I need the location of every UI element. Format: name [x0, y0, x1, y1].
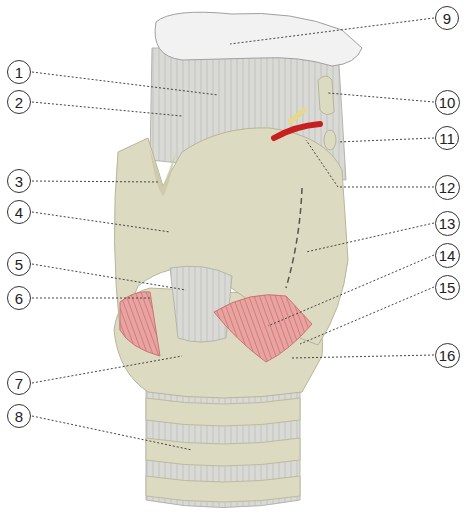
callout-number: 6 — [15, 291, 23, 306]
cricothyroid-muscle — [120, 292, 160, 356]
callout-number: 1 — [15, 65, 23, 80]
callout-circle: 4 — [7, 200, 31, 224]
callout-number: 10 — [439, 95, 456, 110]
callout-number: 7 — [15, 376, 23, 391]
cricothyroid-muscle — [214, 295, 312, 362]
callout-number: 14 — [439, 248, 456, 263]
callout-circle: 6 — [7, 286, 31, 310]
leader-lines — [32, 18, 434, 450]
callout-number: 13 — [439, 216, 456, 231]
callout-number: 8 — [15, 409, 23, 424]
callout-circle: 1 — [7, 60, 31, 84]
internal-laryngeal-nerve — [290, 110, 304, 122]
callout-circle: 2 — [7, 90, 31, 114]
callout-circle: 5 — [7, 252, 31, 276]
cricothyroid-ligament — [170, 266, 232, 342]
callout-circle: 14 — [435, 243, 460, 268]
callout-circle: 11 — [435, 126, 459, 150]
callout-number: 11 — [439, 131, 455, 146]
callout-circle: 12 — [435, 175, 460, 200]
callout-circle: 13 — [435, 211, 460, 236]
callout-circle: 15 — [435, 275, 460, 300]
callout-number: 9 — [443, 11, 451, 26]
callout-circle: 3 — [7, 169, 31, 193]
callout-number: 5 — [15, 257, 23, 272]
callout-circle: 10 — [435, 90, 460, 115]
callout-number: 2 — [15, 95, 23, 110]
callout-number: 15 — [439, 280, 456, 295]
oblique-line — [286, 188, 302, 288]
triticeous-cartilage — [324, 130, 336, 150]
superior-horn — [318, 76, 334, 115]
callout-number: 12 — [439, 180, 456, 195]
callout-circle: 7 — [7, 371, 31, 395]
hyoid-bone — [155, 12, 362, 66]
callout-circle: 8 — [7, 404, 31, 428]
callout-circle: 16 — [435, 343, 460, 368]
callout-circle: 9 — [435, 6, 459, 30]
callout-number: 16 — [439, 348, 456, 363]
lamina-shadow — [150, 150, 176, 196]
superior-laryngeal-artery — [274, 124, 320, 138]
callout-number: 4 — [15, 205, 23, 220]
callout-number: 3 — [15, 174, 23, 189]
